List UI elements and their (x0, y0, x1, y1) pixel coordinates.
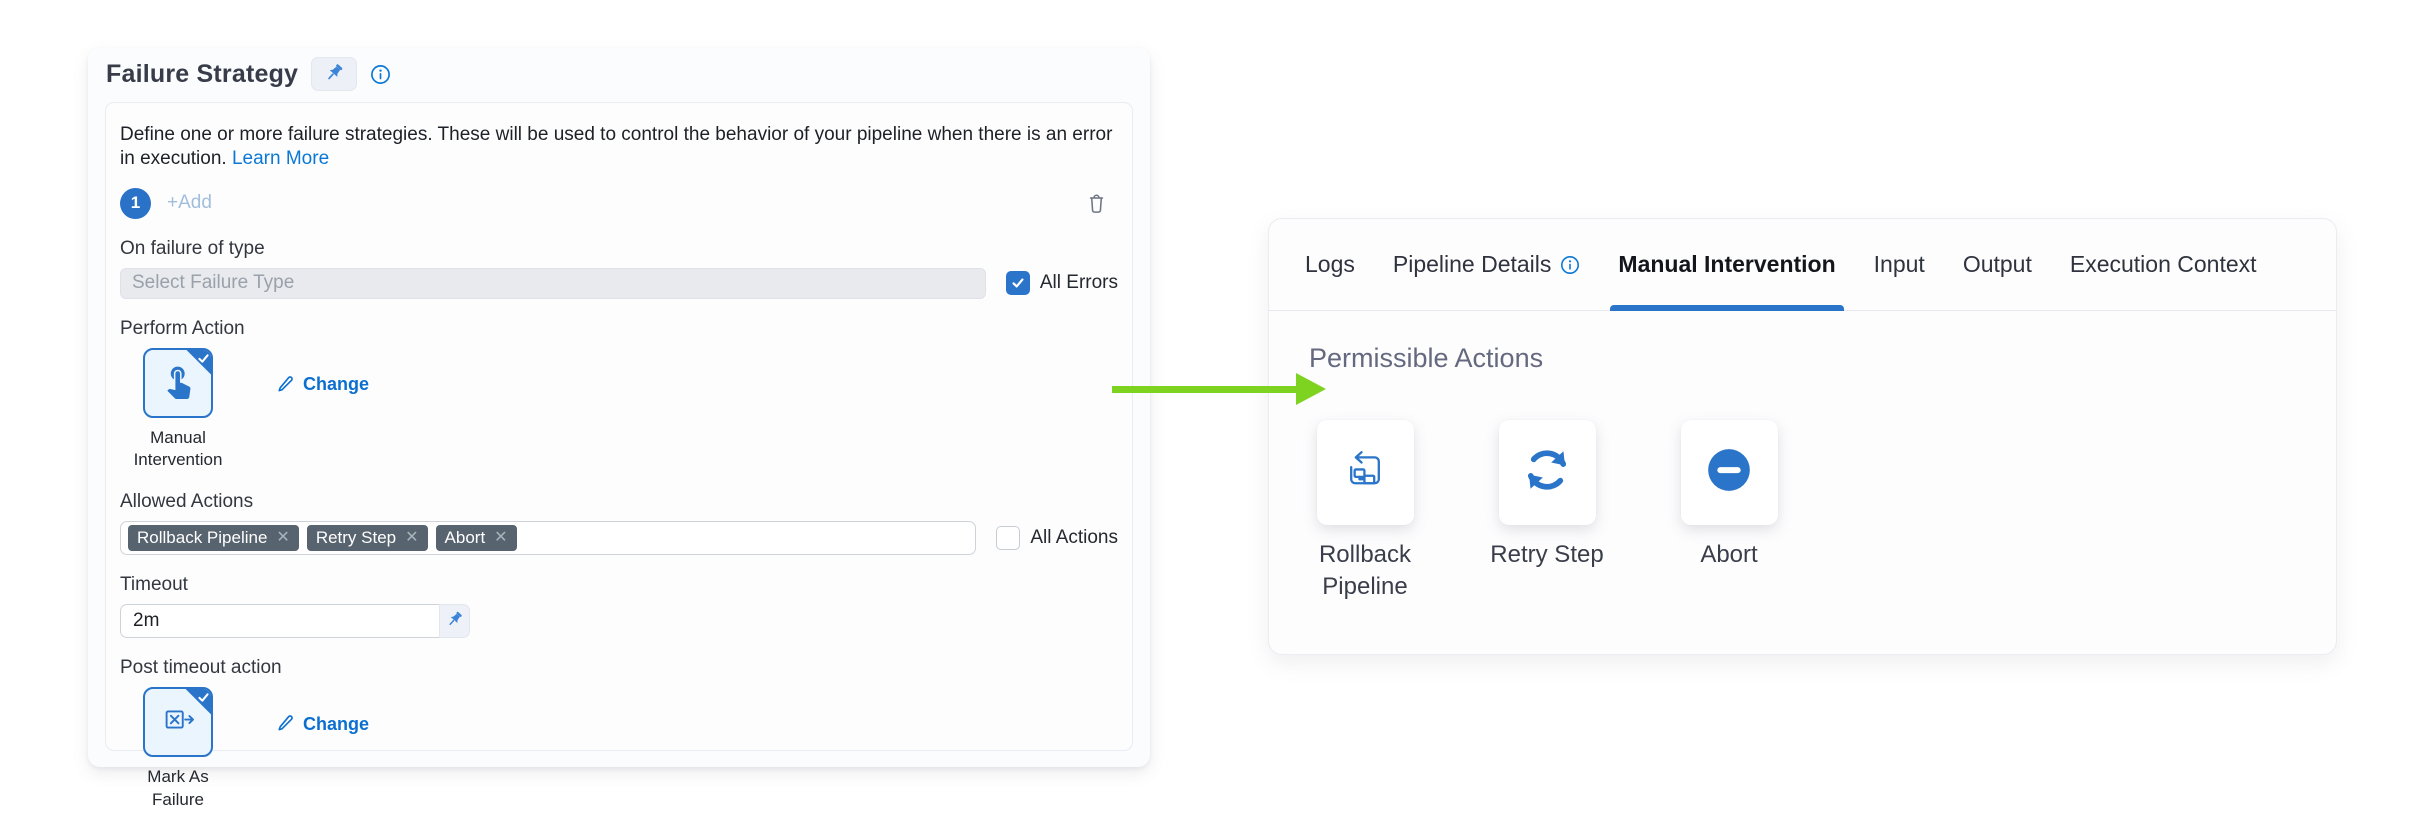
change-label: Change (303, 713, 370, 734)
permissible-action-retry-step: Retry Step (1481, 420, 1613, 604)
allowed-action-tag[interactable]: Rollback Pipeline ✕ (128, 525, 299, 552)
allowed-actions-input[interactable]: Rollback Pipeline ✕ Retry Step ✕ Abort ✕ (120, 521, 977, 556)
tab-label: Pipeline Details (1392, 251, 1552, 277)
tag-label: Retry Step (315, 528, 397, 548)
manual-intervention-tab-content: Permissible Actions Rollback Pipeline Re… (1269, 311, 2336, 604)
tab-manual-intervention[interactable]: Manual Intervention (1610, 219, 1844, 311)
mark-as-failure-tile[interactable] (143, 687, 213, 758)
pin-button[interactable] (311, 57, 358, 91)
failure-type-select[interactable]: Select Failure Type (120, 267, 986, 299)
pin-icon (444, 609, 465, 633)
mark-as-failure-icon (159, 701, 197, 744)
tag-label: Rollback Pipeline (137, 528, 268, 548)
tag-label: Abort (444, 528, 486, 548)
action-label: Rollback Pipeline (1318, 541, 1412, 601)
pin-icon (322, 61, 346, 88)
on-failure-label: On failure of type (120, 237, 265, 259)
allowed-actions-label: Allowed Actions (120, 491, 254, 513)
add-strategy-button[interactable]: +Add (167, 192, 212, 213)
pencil-icon (276, 712, 295, 736)
post-timeout-value: Mark As Failure (147, 767, 209, 810)
strategy-row: 1 +Add (120, 187, 1118, 219)
change-label: Change (303, 374, 370, 394)
remove-tag-icon[interactable]: ✕ (494, 529, 508, 547)
checkbox-checked-icon (1005, 271, 1030, 295)
pencil-icon (276, 373, 295, 397)
all-errors-checkbox[interactable]: All Errors (1005, 271, 1118, 295)
tab-output[interactable]: Output (1963, 219, 2032, 310)
action-card[interactable] (1498, 420, 1596, 525)
green-arrow-shaft (1112, 386, 1298, 393)
info-icon[interactable] (370, 64, 391, 85)
permissible-action-abort: Abort (1663, 420, 1795, 604)
tab-input[interactable]: Input (1874, 219, 1925, 310)
all-errors-label: All Errors (1039, 272, 1118, 293)
allowed-action-tag[interactable]: Abort ✕ (435, 525, 517, 552)
all-actions-label: All Actions (1030, 527, 1118, 549)
timeout-input[interactable] (120, 604, 439, 639)
rollback-pipeline-icon (1342, 447, 1388, 498)
tab-bar: Logs Pipeline Details Manual Interventio… (1269, 219, 2336, 311)
permissible-actions-title: Permissible Actions (1309, 343, 1544, 373)
manual-intervention-icon (160, 362, 197, 404)
tab-label: Input (1873, 251, 1925, 277)
post-timeout-label: Post timeout action (120, 657, 282, 679)
checkbox-unchecked-icon (996, 526, 1021, 551)
timeout-pin-button[interactable] (439, 604, 470, 639)
tab-label: Manual Intervention (1618, 251, 1836, 277)
tab-pipeline-details[interactable]: Pipeline Details (1393, 219, 1581, 310)
tab-logs[interactable]: Logs (1305, 219, 1355, 310)
description-body: Define one or more failure strategies. T… (120, 124, 1113, 169)
failure-strategy-header: Failure Strategy (88, 48, 1150, 100)
tab-label: Execution Context (2069, 251, 2257, 277)
action-label: Retry Step (1490, 541, 1604, 568)
action-card[interactable] (1680, 420, 1778, 525)
remove-tag-icon[interactable]: ✕ (405, 529, 419, 547)
change-post-timeout-link[interactable]: Change (276, 712, 369, 736)
description-text: Define one or more failure strategies. T… (120, 123, 1118, 171)
permissible-action-rollback-pipeline: Rollback Pipeline (1299, 420, 1431, 604)
info-icon[interactable] (1560, 255, 1580, 275)
tab-execution-context[interactable]: Execution Context (2070, 219, 2257, 310)
delete-strategy-icon[interactable] (1085, 192, 1108, 215)
panel-title: Failure Strategy (106, 59, 299, 88)
perform-action-label: Perform Action (120, 317, 245, 339)
change-action-link[interactable]: Change (276, 373, 369, 397)
remove-tag-icon[interactable]: ✕ (276, 529, 290, 547)
retry-step-icon (1522, 445, 1572, 500)
strategy-index-badge[interactable]: 1 (120, 187, 151, 219)
step-details-panel: Logs Pipeline Details Manual Interventio… (1268, 218, 2337, 655)
abort-icon (1704, 445, 1754, 500)
allowed-action-tag[interactable]: Retry Step ✕ (306, 525, 428, 552)
manual-intervention-tile[interactable] (143, 347, 213, 418)
perform-action-value: Manual Intervention (133, 427, 223, 470)
learn-more-link[interactable]: Learn More (231, 147, 330, 169)
failure-strategy-form: Define one or more failure strategies. T… (105, 102, 1133, 809)
failure-strategy-panel: Failure Strategy (88, 48, 1150, 809)
action-card[interactable] (1316, 420, 1414, 525)
permissible-actions-list: Rollback Pipeline Retry Step Abort (1299, 420, 2306, 604)
timeout-label: Timeout (120, 574, 188, 596)
tab-label: Output (1962, 251, 2032, 277)
tab-label: Logs (1305, 251, 1355, 277)
action-label: Abort (1700, 541, 1758, 568)
green-arrow-head (1296, 373, 1326, 405)
failure-type-placeholder: Select Failure Type (132, 272, 295, 293)
all-actions-checkbox[interactable]: All Actions (996, 526, 1118, 551)
